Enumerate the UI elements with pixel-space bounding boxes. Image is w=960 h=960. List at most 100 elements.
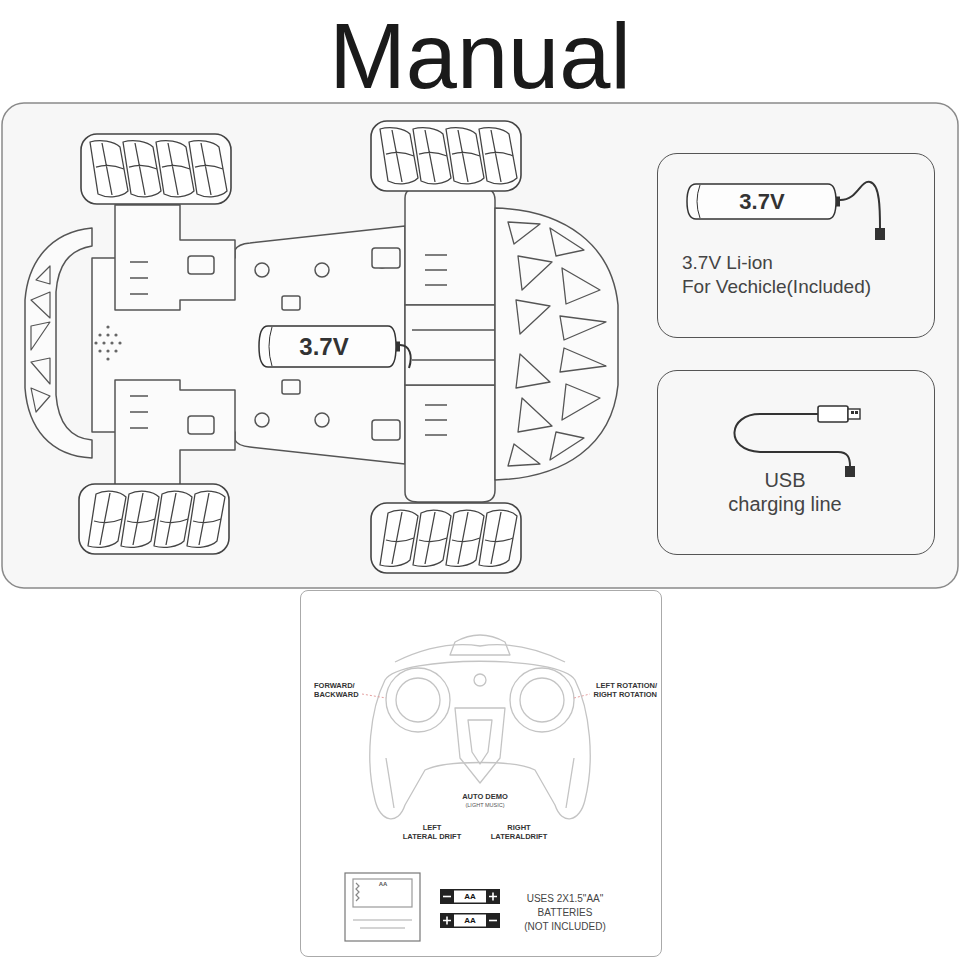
aa-battery-icon: AA: [440, 889, 500, 904]
battery-compartment: [345, 873, 420, 941]
battery-outline: [259, 326, 396, 367]
battery-outline: [687, 184, 836, 219]
controller-ground: [300, 590, 662, 957]
info-box: 3.7V Li-ion For Vechicle(Included)3.7V: [657, 153, 935, 338]
speaker-grille: [106, 325, 109, 328]
controller-drawing: [395, 645, 565, 662]
speaker-grille: [94, 325, 121, 360]
car-chassis: [412, 330, 495, 360]
car-chassis: [550, 228, 584, 256]
car-chassis: [255, 263, 269, 277]
top-panel: [2, 103, 958, 588]
car-chassis: [115, 205, 235, 310]
battery-wire: [840, 182, 880, 228]
car-chassis: [550, 432, 584, 460]
controller-drawing: [370, 635, 590, 819]
battery-wire: [400, 345, 411, 368]
speaker-grille: [98, 349, 101, 352]
control-label: FORWARD/ BACKWARD: [313, 681, 360, 699]
car-chassis: [516, 354, 550, 388]
battery-voltage: 3.7V: [299, 332, 348, 361]
car-chassis: [425, 405, 447, 435]
car-chassis: [31, 322, 50, 350]
speaker-grille: [106, 357, 109, 360]
polarity-sign: [489, 920, 497, 922]
battery-wire: [840, 182, 885, 240]
battery-note: USES 2X1.5"AA" BATTERIES (NOT INCLUDED): [524, 892, 605, 934]
battery-size: AA: [379, 881, 388, 888]
controller-drawing: [455, 708, 505, 783]
battery-outline: [269, 327, 272, 366]
battery-cap: [486, 913, 500, 928]
controller-drawing: [510, 668, 574, 732]
speaker-grille: [114, 333, 117, 336]
controller-drawing: [386, 758, 574, 808]
car-chassis: [255, 413, 269, 427]
usb-cable: [818, 406, 848, 422]
control-label: AUTO DEMO: [461, 792, 509, 801]
car-chassis: [188, 256, 214, 274]
speaker-grille: [98, 333, 101, 336]
car-chassis: [518, 256, 552, 290]
car-chassis: [31, 292, 50, 318]
battery-terminal: [396, 342, 400, 352]
leader-line: [574, 694, 590, 698]
car-chassis: [508, 222, 540, 244]
car-chassis: [188, 416, 214, 434]
car-chassis: [115, 380, 235, 485]
speaker-grille: [118, 341, 121, 344]
car-chassis: [560, 316, 606, 340]
car-chassis: [562, 268, 600, 304]
car-chassis: [31, 388, 50, 412]
control-label: RIGHT LATERALDRIFT: [490, 823, 549, 841]
car-chassis: [508, 348, 606, 466]
battery-compartment: [345, 873, 420, 941]
wheels: [371, 121, 521, 191]
aa-battery-icon: AA: [440, 913, 500, 928]
car-chassis: [516, 300, 550, 334]
usb-cable: [855, 411, 858, 414]
car-chassis: [372, 420, 400, 440]
car-chassis: [92, 226, 405, 464]
battery-symbol: 3.7V: [686, 183, 840, 220]
car-chassis: [562, 384, 600, 420]
car-chassis: [372, 248, 400, 268]
battery-outline: [697, 185, 700, 218]
control-label: LEFT ROTATION/ RIGHT ROTATION: [593, 681, 658, 699]
info-box: USB charging line: [657, 370, 935, 555]
car-chassis: [518, 398, 552, 432]
speaker-grille: [102, 341, 105, 344]
battery-compartment: [353, 879, 412, 907]
battery-symbol: 3.7V: [258, 325, 400, 368]
aa-battery-outline: [441, 914, 500, 928]
car-chassis: [508, 222, 606, 466]
controller-drawing: [474, 674, 486, 686]
car-chassis: [495, 208, 618, 480]
speaker-grille: [106, 333, 109, 336]
usb-cable: [848, 409, 860, 419]
polarity-sign: [443, 896, 451, 898]
car-chassis: [315, 263, 329, 277]
controller-drawing: [468, 720, 492, 764]
speaker-grille: [110, 341, 113, 344]
controller-drawing: [370, 661, 590, 819]
speaker-grille: [106, 349, 109, 352]
battery-size: AA: [464, 916, 476, 926]
battery-cap: [486, 889, 500, 904]
cable-description: USB charging line: [728, 468, 841, 516]
control-label: (LIGHT MUSIC): [464, 802, 505, 809]
car-chassis: [425, 255, 447, 285]
controller-drawing: [396, 678, 440, 722]
aa-battery-outline: [441, 890, 500, 904]
car-chassis: [282, 380, 300, 394]
leader-line: [362, 694, 386, 698]
wheels: [79, 121, 521, 573]
page-title: Manual: [0, 10, 960, 102]
car-chassis: [405, 385, 495, 502]
leader-line: [362, 694, 590, 698]
car-chassis: [508, 444, 540, 466]
speaker-grille: [114, 349, 117, 352]
car-chassis: [405, 188, 495, 305]
polarity-sign: [443, 917, 451, 925]
